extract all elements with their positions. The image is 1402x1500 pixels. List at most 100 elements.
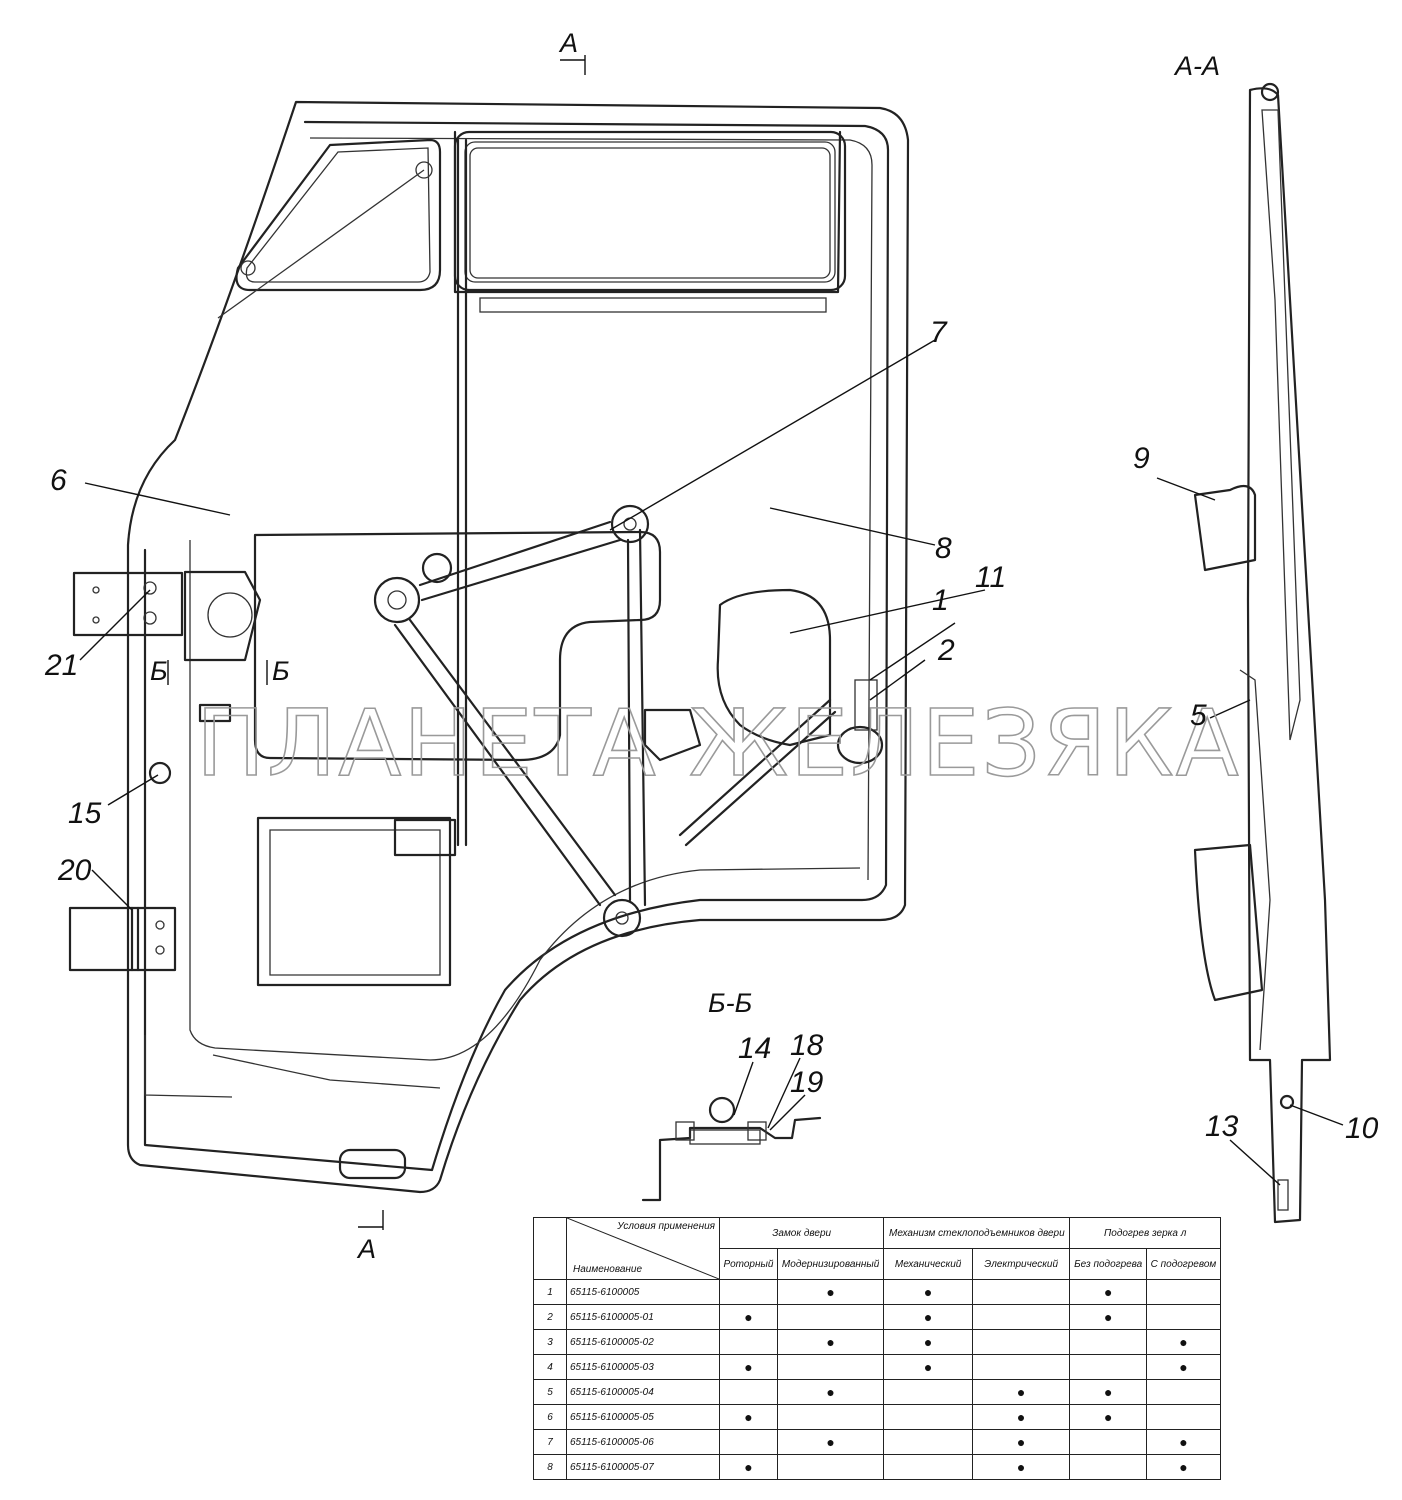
table-corner-blank	[533, 1217, 567, 1280]
applicability-dot: ●	[719, 1304, 778, 1330]
variant-name: 65115-6100005-01	[566, 1304, 720, 1330]
applicability-empty	[1145, 1379, 1222, 1405]
section-aa-profile	[1193, 82, 1332, 1224]
corner-top-label: Условия применения	[617, 1221, 715, 1232]
applicability-empty	[883, 1454, 973, 1480]
lower-trim	[144, 1035, 233, 1098]
applicability-dot: ●	[1069, 1404, 1147, 1430]
watermark-text: ПЛАНЕТА ЖЕЛЕЗЯКА	[196, 690, 1241, 797]
cut-marker-a-bottom	[358, 1210, 384, 1230]
section-bb-detail	[641, 1096, 822, 1202]
inner-panel	[189, 530, 861, 1061]
applicability-empty	[776, 1354, 885, 1380]
lower-hinge	[68, 906, 177, 972]
applicability-empty	[1069, 1329, 1147, 1355]
column-header: Электрический	[971, 1248, 1071, 1280]
applicability-empty	[719, 1279, 778, 1305]
applicability-dot: ●	[883, 1279, 973, 1305]
applicability-dot: ●	[1145, 1454, 1222, 1480]
table-corner: Условия применения Наименование	[566, 1217, 720, 1280]
applicability-empty	[971, 1279, 1071, 1305]
front-vent-window	[217, 138, 442, 319]
row-number: 7	[533, 1429, 567, 1455]
variant-name: 65115-6100005-04	[566, 1379, 720, 1405]
applicability-dot: ●	[1145, 1354, 1222, 1380]
window-regulator	[198, 138, 884, 938]
row-number: 5	[533, 1379, 567, 1405]
callout-2: 2	[937, 634, 955, 667]
callout-18: 18	[790, 1029, 824, 1062]
column-header: Роторный	[719, 1248, 778, 1280]
cut-marker-a-top	[560, 55, 586, 75]
variant-name: 65115-6100005-02	[566, 1329, 720, 1355]
callout-19: 20	[57, 854, 92, 887]
callout-20: 19	[790, 1066, 824, 1099]
lower-seal	[212, 1054, 441, 1089]
applicability-empty	[883, 1379, 973, 1405]
applicability-empty	[1069, 1354, 1147, 1380]
upper-hinge	[72, 571, 184, 637]
applicability-dot: ●	[776, 1329, 885, 1355]
applicability-dot: ●	[1145, 1429, 1222, 1455]
callout-21: 21	[44, 649, 78, 682]
applicability-empty	[883, 1429, 973, 1455]
corner-bottom-label: Наименование	[573, 1264, 643, 1275]
callout-5: 5	[1190, 699, 1207, 732]
callout-8: 8	[935, 532, 952, 565]
table-header-row: Условия применения Наименование Замок дв…	[533, 1217, 1221, 1280]
applicability-dot: ●	[971, 1379, 1071, 1405]
callout-1: 1	[932, 584, 949, 617]
callout-10: 10	[1345, 1112, 1379, 1145]
callout-14: 14	[738, 1032, 771, 1065]
variant-table: Условия применения Наименование Замок дв…	[533, 1217, 1222, 1480]
view-title-aa: А-А	[1173, 51, 1220, 81]
row-number: 1	[533, 1279, 567, 1305]
applicability-dot: ●	[719, 1354, 778, 1380]
row-number: 6	[533, 1404, 567, 1430]
applicability-empty	[719, 1379, 778, 1405]
applicability-dot: ●	[1069, 1304, 1147, 1330]
applicability-empty	[776, 1454, 885, 1480]
column-header: С подогревом	[1145, 1248, 1222, 1280]
callout-11: 11	[975, 561, 1006, 594]
callout-15: 15	[68, 797, 102, 830]
applicability-dot: ●	[971, 1404, 1071, 1430]
applicability-dot: ●	[971, 1429, 1071, 1455]
section-label-a-top: А	[558, 28, 578, 58]
callout-9: 9	[1133, 442, 1150, 475]
variant-name: 65115-6100005-03	[566, 1354, 720, 1380]
row-number: 8	[533, 1454, 567, 1480]
applicability-empty	[1069, 1454, 1147, 1480]
applicability-empty	[776, 1404, 885, 1430]
applicability-dot: ●	[883, 1329, 973, 1355]
applicability-dot: ●	[883, 1354, 973, 1380]
applicability-empty	[1145, 1404, 1222, 1430]
applicability-empty	[971, 1304, 1071, 1330]
applicability-dot: ●	[1145, 1329, 1222, 1355]
applicability-empty	[971, 1354, 1071, 1380]
variant-name: 65115-6100005-06	[566, 1429, 720, 1455]
row-number: 3	[533, 1329, 567, 1355]
group-header-lock: Замок двери	[718, 1217, 885, 1249]
applicability-empty	[971, 1329, 1071, 1355]
row-number: 4	[533, 1354, 567, 1380]
applicability-dot: ●	[776, 1279, 885, 1305]
column-header: Механический	[883, 1248, 973, 1280]
applicability-empty	[1069, 1429, 1147, 1455]
variant-name: 65115-6100005-07	[566, 1454, 720, 1480]
door-plug	[148, 761, 172, 785]
section-label-b-left: Б	[150, 656, 168, 686]
callout-6: 6	[50, 464, 67, 497]
callout-7: 7	[930, 316, 948, 349]
group-header-heating: Подогрев зерка л	[1069, 1217, 1221, 1249]
applicability-dot: ●	[776, 1379, 885, 1405]
applicability-dot: ●	[883, 1304, 973, 1330]
applicability-dot: ●	[1069, 1279, 1147, 1305]
